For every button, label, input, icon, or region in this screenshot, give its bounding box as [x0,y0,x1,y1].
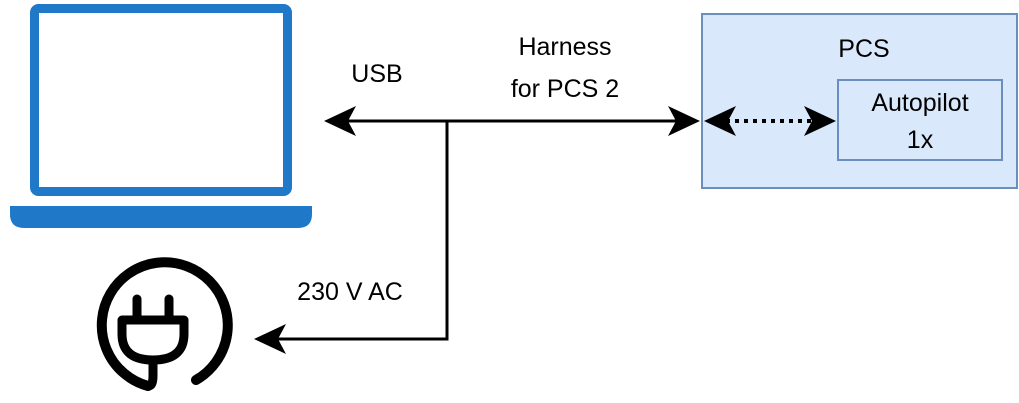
power-line [272,121,449,341]
laptop-icon [10,4,312,228]
laptop-screen [30,4,292,196]
plug-body [117,315,189,365]
harness-connection [324,106,700,136]
usb-arrowhead-icon [324,106,356,136]
harness-label: Harness [518,33,611,61]
autopilot-box [837,79,1003,161]
power-plug-icon [96,257,233,391]
laptop-base [10,206,312,228]
pcs-title: PCS [838,35,889,63]
left-arrowhead-icon [704,106,736,136]
plug-ring [96,257,233,391]
plug-cord [143,355,158,391]
usb-label: USB [351,60,402,88]
power-arrowhead-icon [254,324,286,354]
internal-link [704,106,836,136]
power-connection [254,121,449,354]
right-arrowhead-icon [804,106,836,136]
harness-sublabel: for PCS 2 [511,75,619,103]
pcs-arrowhead-icon [668,106,700,136]
autopilot-count: 1x [907,126,934,154]
autopilot-label: Autopilot [871,89,968,117]
power-label: 230 V AC [297,278,403,306]
